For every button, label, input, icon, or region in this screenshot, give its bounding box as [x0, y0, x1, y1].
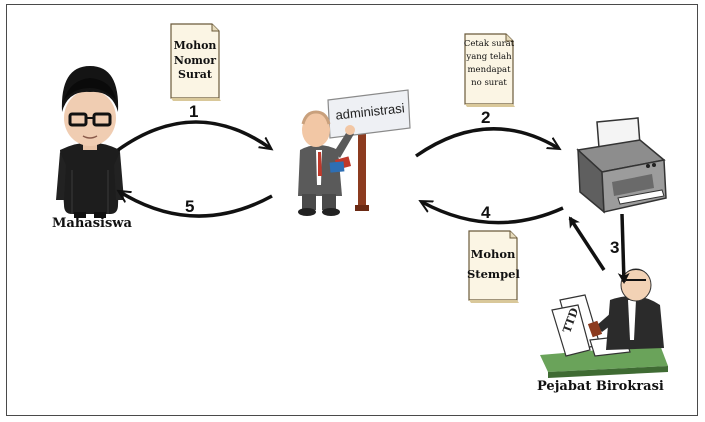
- printer-figure: [576, 117, 667, 214]
- administration-figure: [298, 89, 411, 216]
- arrow-step-3-down: [617, 213, 630, 284]
- document-4-paper: [468, 230, 519, 303]
- document-1-text: Mohon Nomor Surat: [171, 40, 219, 81]
- document-4-line-1: Mohon: [470, 247, 516, 261]
- document-2-line-1: Cetak surat: [463, 39, 515, 49]
- document-2-line-4: no surat: [471, 77, 507, 88]
- arrow-step-5: [120, 192, 273, 218]
- official-label: Pejabat Birokrasi: [537, 379, 664, 394]
- document-2-paper: [464, 33, 515, 107]
- document-4-line-2: Stempel: [467, 267, 520, 282]
- step-number-2: 2: [481, 108, 491, 127]
- document-2-line-3: mendapat: [467, 64, 511, 75]
- step-number-1: 1: [189, 102, 199, 121]
- step-number-5: 5: [185, 197, 195, 216]
- student-figure: [56, 66, 124, 218]
- step-number-4: 4: [481, 203, 491, 222]
- arrow-step-2: [415, 127, 558, 158]
- official-figure: [540, 268, 668, 378]
- arrow-step-3-up: [568, 216, 606, 271]
- student-label: Mahasiswa: [52, 216, 132, 231]
- document-1-line-2: Nomor: [173, 53, 217, 67]
- arrow-step-1: [116, 120, 270, 152]
- document-4-text: Mohon Stempel: [467, 247, 520, 282]
- step-number-3: 3: [610, 238, 620, 257]
- document-1-line-3: Surat: [178, 68, 212, 82]
- document-1-line-1: Mohon: [173, 39, 217, 52]
- document-2-text: Cetak surat yang telah mendapat no surat: [463, 40, 515, 88]
- arrow-step-4: [422, 202, 564, 225]
- document-2-line-2: yang telah: [466, 51, 512, 62]
- document-1-paper: [170, 23, 221, 101]
